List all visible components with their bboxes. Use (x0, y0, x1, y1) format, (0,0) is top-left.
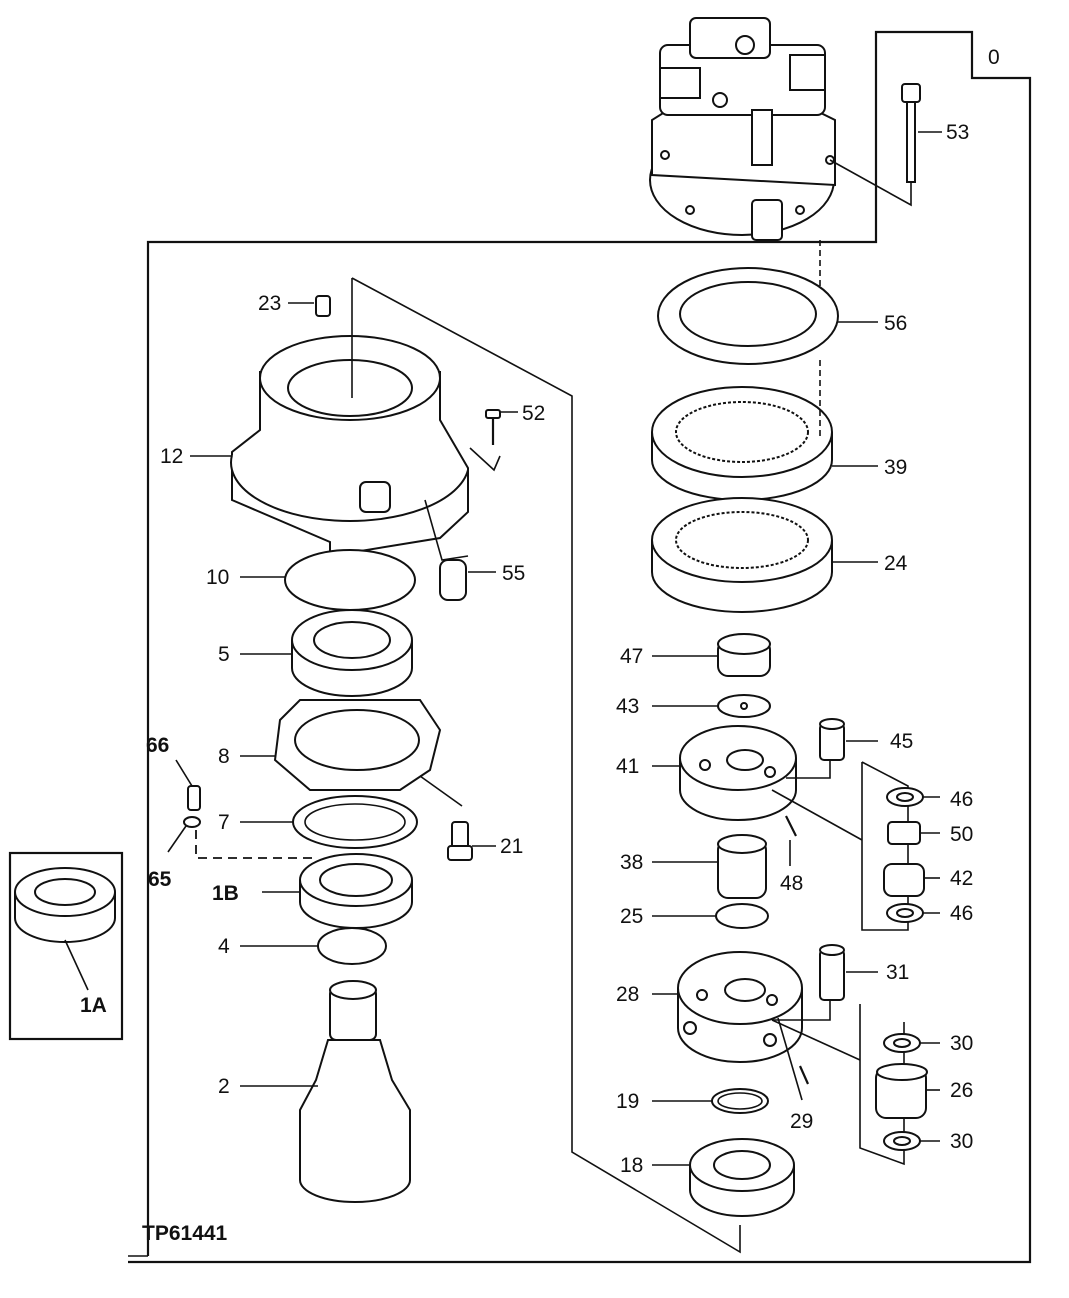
thrust-plate-25-icon (652, 903, 769, 929)
callout-52: 52 (522, 402, 545, 425)
bolt-21-icon (447, 821, 496, 861)
callout-39: 39 (884, 456, 907, 479)
callout-46-top: 46 (950, 788, 973, 811)
snap-ring-19-icon (652, 1088, 769, 1114)
screw-52-icon (469, 409, 518, 472)
callout-41: 41 (616, 755, 639, 778)
callout-1A: 1A (80, 994, 107, 1017)
callout-21: 21 (500, 835, 523, 858)
callout-1B: 1B (212, 882, 239, 905)
clip-55-icon (424, 499, 496, 601)
ring-gear-39-icon (651, 360, 878, 501)
callout-8: 8 (218, 745, 230, 768)
retainer-8-icon (240, 699, 463, 807)
callout-0: 0 (988, 46, 1000, 69)
planet-group-2-bracket (771, 1000, 940, 1166)
callout-26: 26 (950, 1079, 973, 1102)
callout-46-bottom: 46 (950, 902, 973, 925)
seal-7-icon (240, 795, 418, 849)
bolt-53-icon (819, 83, 942, 310)
callout-19: 19 (616, 1090, 639, 1113)
callout-65: 65 (148, 868, 172, 891)
callout-23: 23 (258, 292, 281, 315)
callout-56: 56 (884, 312, 907, 335)
callout-43: 43 (616, 695, 639, 718)
washer-43-icon (652, 694, 771, 718)
housing-12-icon (190, 278, 469, 558)
callout-53: 53 (946, 121, 969, 144)
swing-motor-icon (649, 17, 836, 241)
seal-1A-icon (14, 867, 116, 991)
pin-48-icon (785, 815, 797, 866)
callout-10: 10 (206, 566, 229, 589)
callout-38: 38 (620, 851, 643, 874)
callout-24: 24 (884, 552, 908, 575)
callout-18: 18 (620, 1154, 643, 1177)
pin-29-icon (777, 1017, 810, 1101)
gear-47-icon (652, 633, 771, 677)
washer-65-icon (167, 816, 313, 880)
carrier-28-icon (652, 951, 803, 1063)
callout-30-top: 30 (950, 1032, 973, 1055)
callout-66: 66 (146, 734, 169, 757)
callout-47: 47 (620, 645, 643, 668)
figure-code: TP61441 (142, 1222, 228, 1245)
carrier-41-icon (652, 725, 797, 821)
sun-gear-38-icon (652, 834, 767, 899)
callout-labels: 0 53 56 39 24 23 52 12 55 10 5 8 66 7 21… (80, 46, 1000, 1245)
callout-31: 31 (886, 961, 909, 984)
seal-1B-icon (262, 853, 413, 929)
assembly-frame (8, 30, 1032, 1264)
o-ring-4-icon (240, 927, 387, 965)
callout-50: 50 (950, 823, 973, 846)
bearing-5-icon (240, 609, 413, 697)
callout-29: 29 (790, 1110, 813, 1133)
o-ring-10-icon (240, 549, 416, 611)
callout-2: 2 (218, 1075, 230, 1098)
callout-42: 42 (950, 867, 973, 890)
callout-12: 12 (160, 445, 183, 468)
shaft-2-icon (240, 980, 411, 1203)
callout-4: 4 (218, 935, 230, 958)
pin-31-icon (819, 944, 878, 1001)
planet-group-1-bracket (771, 761, 940, 931)
callout-45: 45 (890, 730, 913, 753)
callout-5: 5 (218, 643, 230, 666)
ring-gear-24-icon (651, 497, 878, 613)
callout-28: 28 (616, 983, 639, 1006)
callout-30-bottom: 30 (950, 1130, 973, 1153)
plate-56-icon (657, 267, 878, 365)
callout-55: 55 (502, 562, 525, 585)
callout-25: 25 (620, 905, 643, 928)
callout-48: 48 (780, 872, 803, 895)
pin-45-icon (786, 718, 878, 779)
callout-7: 7 (218, 811, 230, 834)
fitting-66-icon (175, 759, 201, 811)
dowel-23-icon (288, 295, 331, 317)
bearing-18-icon (652, 1138, 795, 1217)
